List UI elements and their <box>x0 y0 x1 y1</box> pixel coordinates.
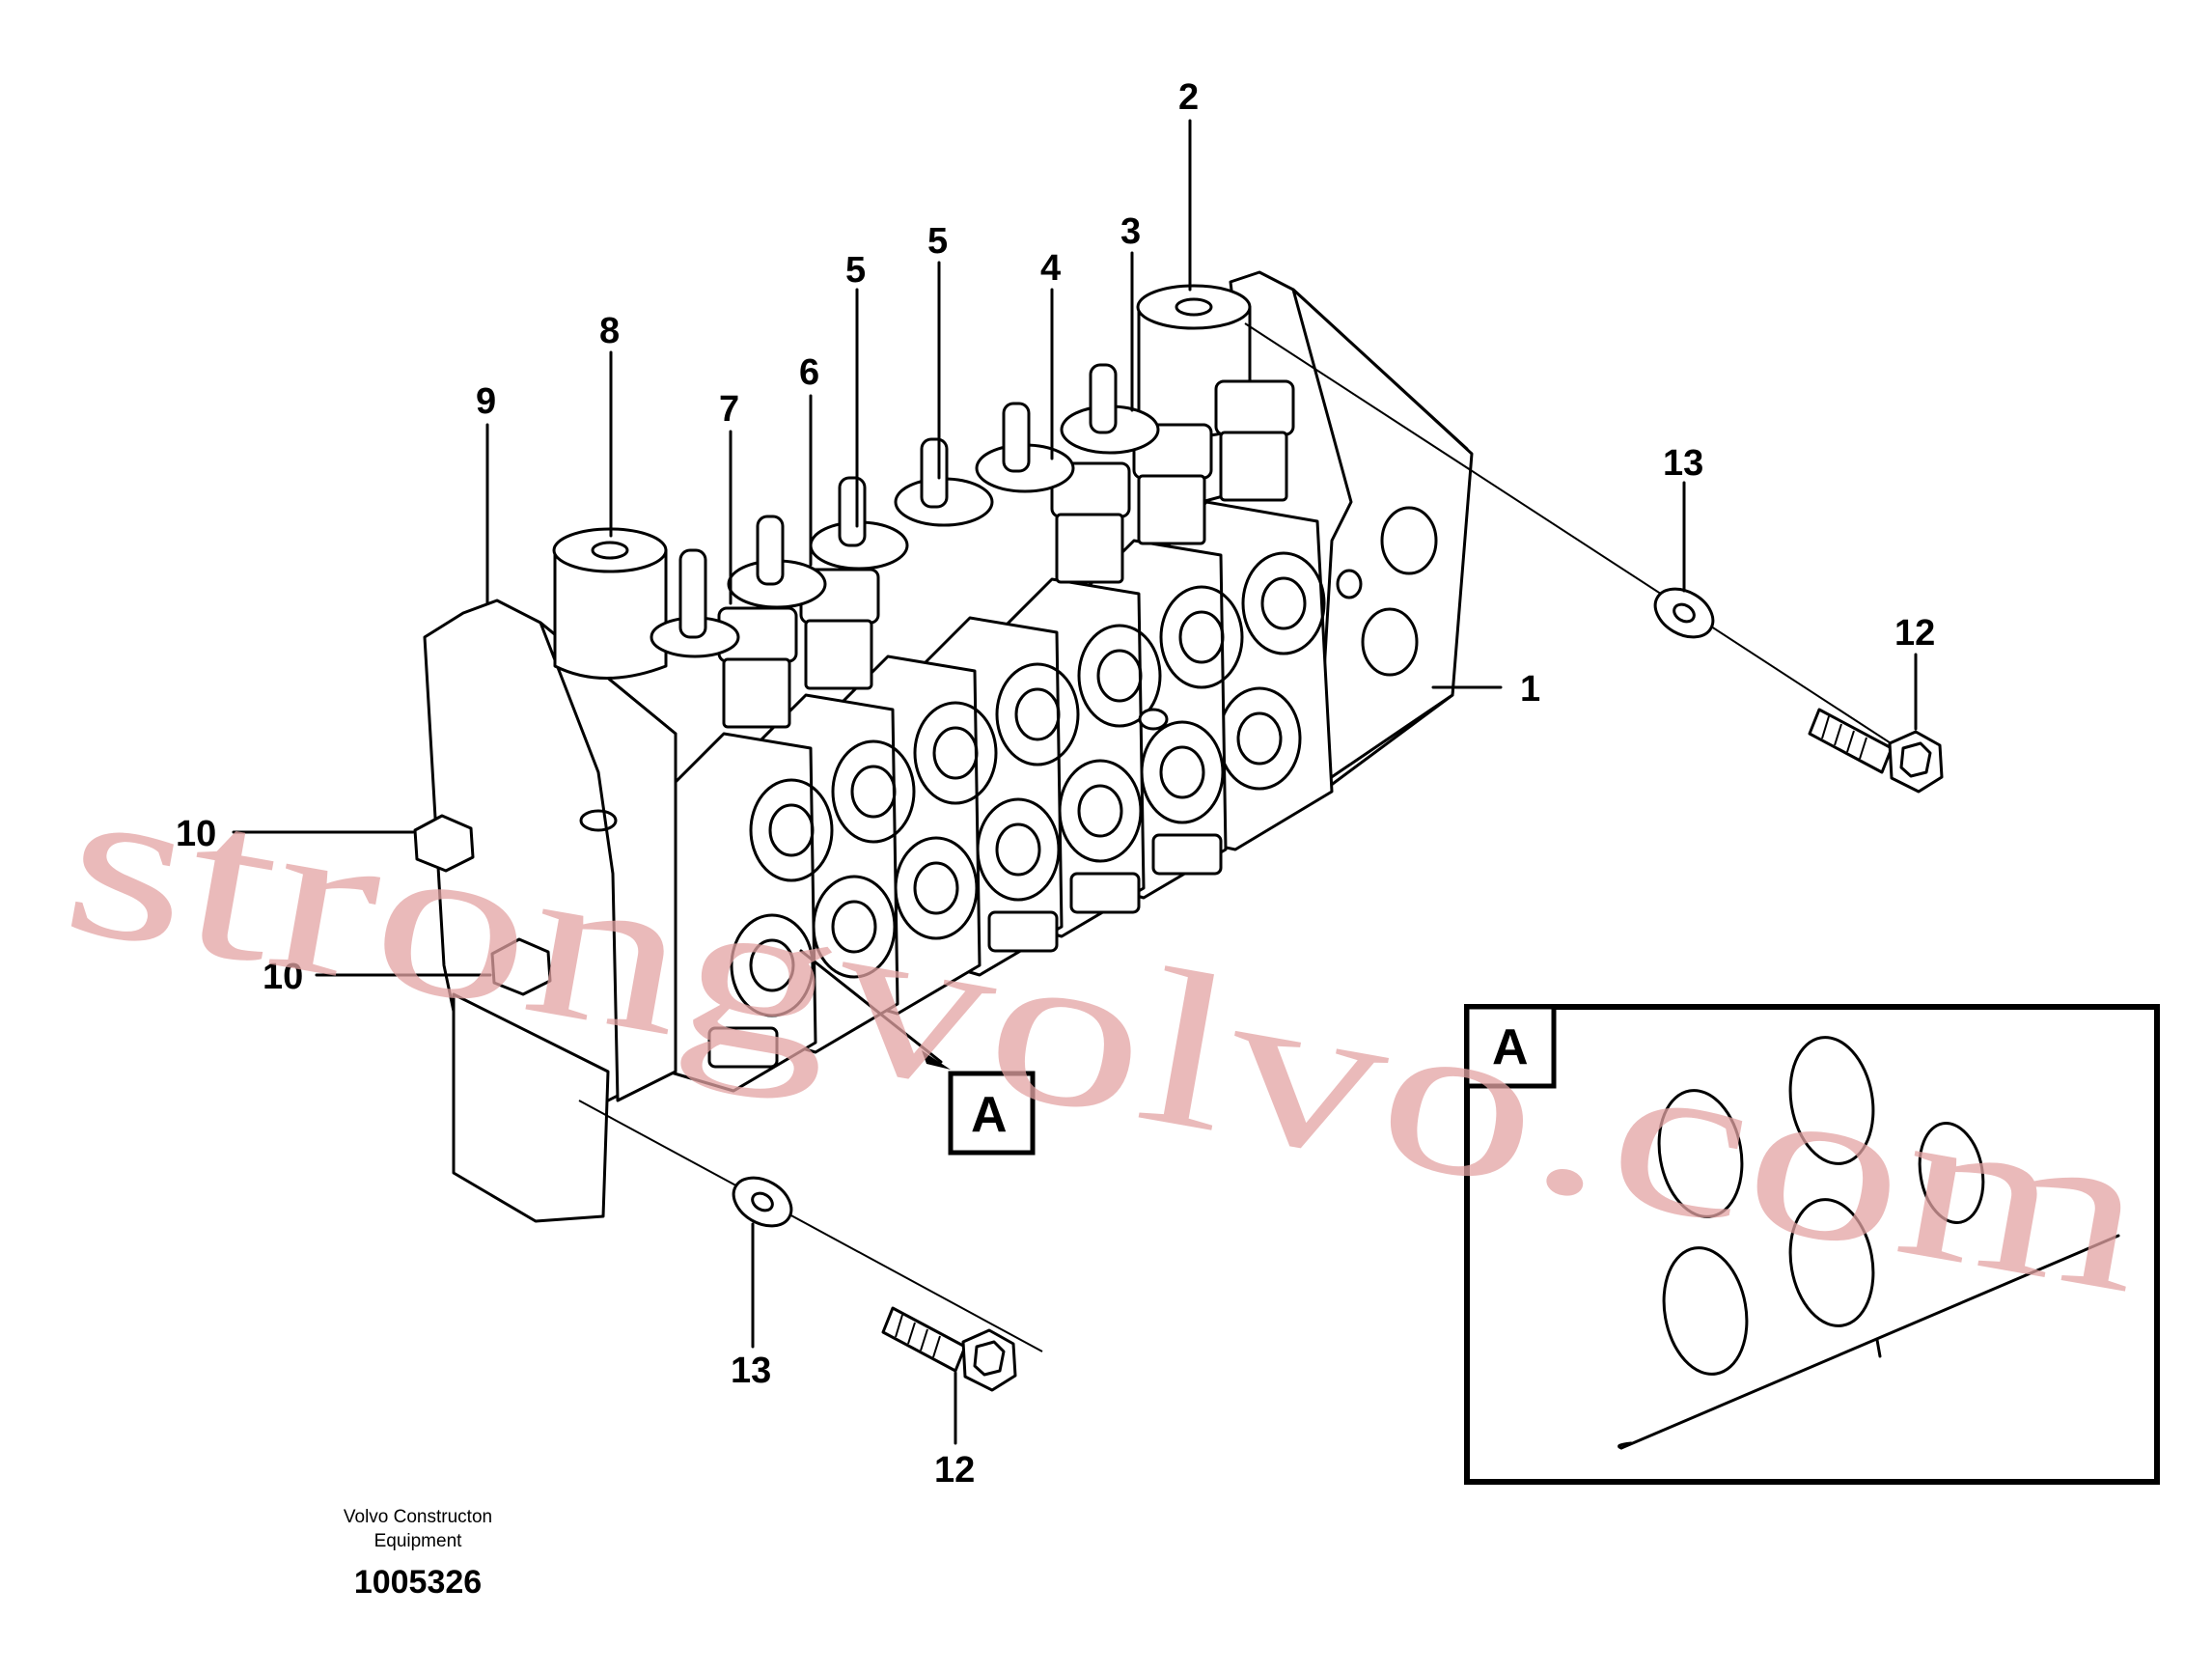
inlet-section <box>413 599 677 1223</box>
callout-13a: 13 <box>1663 443 1703 484</box>
callout-7: 7 <box>719 389 739 430</box>
leader-lines <box>232 119 1918 1445</box>
callout-12b: 12 <box>934 1450 975 1491</box>
footer: Volvo Constructon Equipment 1005326 <box>344 1507 492 1601</box>
hex-bolt-10a <box>413 814 475 873</box>
company-line-1: Volvo Constructon <box>344 1507 492 1527</box>
hex-bolt-10b <box>490 937 552 996</box>
callout-3: 3 <box>1120 211 1141 252</box>
fastener-right <box>1244 322 1944 794</box>
bolt-12-left <box>881 1306 1017 1392</box>
detail-a-reference: A <box>948 1071 1036 1156</box>
control-valve-assembly <box>413 270 1474 1223</box>
o-rings-11 <box>1657 1036 1985 1376</box>
callout-5a: 5 <box>927 221 948 262</box>
bolt-12-right <box>1808 708 1944 794</box>
callout-1: 1 <box>1520 669 1540 710</box>
washer-13-left <box>732 1176 793 1228</box>
company-line-2: Equipment <box>374 1531 463 1551</box>
detail-a-panel-label: A <box>1492 1019 1529 1075</box>
callout-10b: 10 <box>263 957 303 997</box>
callout-13b: 13 <box>731 1351 771 1391</box>
callout-6: 6 <box>799 352 819 393</box>
fastener-left <box>578 1100 1043 1392</box>
callout-4: 4 <box>1040 248 1061 289</box>
document-number: 1005326 <box>354 1564 482 1601</box>
solenoid-plug-8 <box>552 527 668 680</box>
callout-8: 8 <box>599 311 620 351</box>
callout-2: 2 <box>1178 77 1199 118</box>
callout-9: 9 <box>476 381 496 422</box>
callout-12a: 12 <box>1894 613 1935 654</box>
washer-13-right <box>1653 587 1715 639</box>
callout-5b: 5 <box>845 250 866 291</box>
callout-10a: 10 <box>176 814 216 854</box>
detail-a-panel: A <box>1464 1004 2160 1485</box>
detail-a-reference-label: A <box>971 1087 1008 1143</box>
